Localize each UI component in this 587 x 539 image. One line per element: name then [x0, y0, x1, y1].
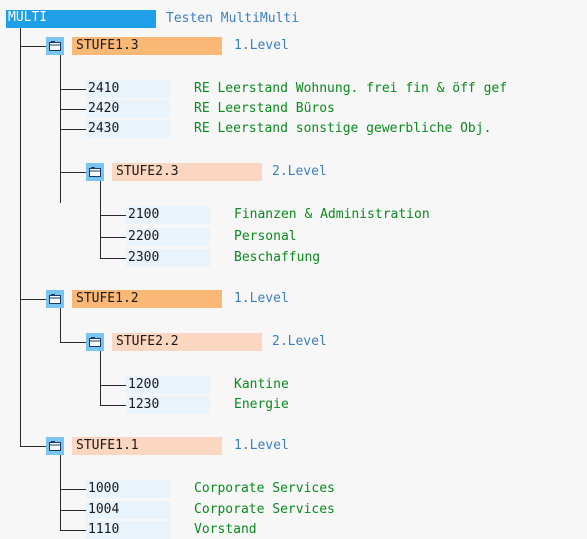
tree-connector [60, 510, 86, 511]
tree-node-stufe2-3[interactable]: STUFE2.3 [112, 163, 262, 181]
tree-item-code[interactable]: 2100 [126, 206, 210, 224]
tree-connector [60, 89, 86, 90]
folder-icon[interactable] [86, 333, 104, 351]
tree-item-code[interactable]: 1110 [86, 521, 170, 539]
tree-connector [100, 258, 126, 259]
node-level-label: 2.Level [272, 334, 327, 349]
tree-item-code[interactable]: 1200 [126, 376, 210, 394]
folder-icon[interactable] [46, 290, 64, 308]
tree-item-description: RE Leerstand Büros [194, 101, 335, 116]
tree-connector [60, 172, 86, 173]
tree-item-code[interactable]: 2300 [126, 249, 210, 267]
tree-item-code[interactable]: 2200 [126, 228, 210, 246]
tree-item-code[interactable]: 1000 [86, 480, 170, 498]
tree-item-description: Energie [234, 397, 289, 412]
tree-item-description: Personal [234, 229, 297, 244]
tree-item-description: Finanzen & Administration [234, 207, 430, 222]
tree-connector [20, 46, 46, 47]
tree-root-description: Testen MultiMulti [166, 11, 300, 26]
tree-connector [60, 129, 86, 130]
tree-item-code[interactable]: 2430 [86, 120, 170, 138]
tree-item-description: RE Leerstand Wohnung. frei fin & öff gef [194, 81, 508, 96]
tree-item-code[interactable]: 2420 [86, 100, 170, 118]
tree-connector [20, 28, 21, 446]
node-level-label: 2.Level [272, 164, 327, 179]
node-level-label: 1.Level [234, 291, 289, 306]
node-level-label: 1.Level [234, 38, 289, 53]
tree-connector [100, 385, 126, 386]
tree-connector [60, 308, 61, 342]
tree-connector [60, 530, 86, 531]
tree-item-description: Corporate Services [194, 481, 335, 496]
tree-connector [100, 215, 126, 216]
tree-connector [100, 181, 101, 259]
tree-item-code[interactable]: 1230 [126, 396, 210, 414]
tree-connector [100, 237, 126, 238]
tree-connector [60, 342, 86, 343]
tree-connector [60, 455, 61, 531]
folder-icon[interactable] [86, 163, 104, 181]
tree-item-description: Vorstand [194, 522, 257, 537]
tree-connector [60, 109, 86, 110]
node-level-label: 1.Level [234, 438, 289, 453]
tree-node-stufe2-2[interactable]: STUFE2.2 [112, 333, 262, 351]
tree-root-node[interactable]: MULTI [6, 10, 156, 28]
tree-item-description: Kantine [234, 377, 289, 392]
tree-item-code[interactable]: 2410 [86, 80, 170, 98]
tree-connector [100, 405, 126, 406]
tree-item-description: RE Leerstand sonstige gewerbliche Obj. [194, 121, 492, 136]
folder-icon[interactable] [46, 37, 64, 55]
folder-icon[interactable] [46, 437, 64, 455]
tree-connector [60, 489, 86, 490]
tree-connector [20, 299, 46, 300]
tree-item-description: Corporate Services [194, 502, 335, 517]
tree-item-description: Beschaffung [234, 250, 321, 265]
tree-connector [100, 351, 101, 406]
tree-node-stufe1-3[interactable]: STUFE1.3 [72, 37, 222, 55]
tree-node-stufe1-2[interactable]: STUFE1.2 [72, 290, 222, 308]
tree-root-label: MULTI [8, 10, 48, 25]
tree-node-stufe1-1[interactable]: STUFE1.1 [72, 437, 222, 455]
tree-item-code[interactable]: 1004 [86, 501, 170, 519]
tree-connector [20, 446, 46, 447]
